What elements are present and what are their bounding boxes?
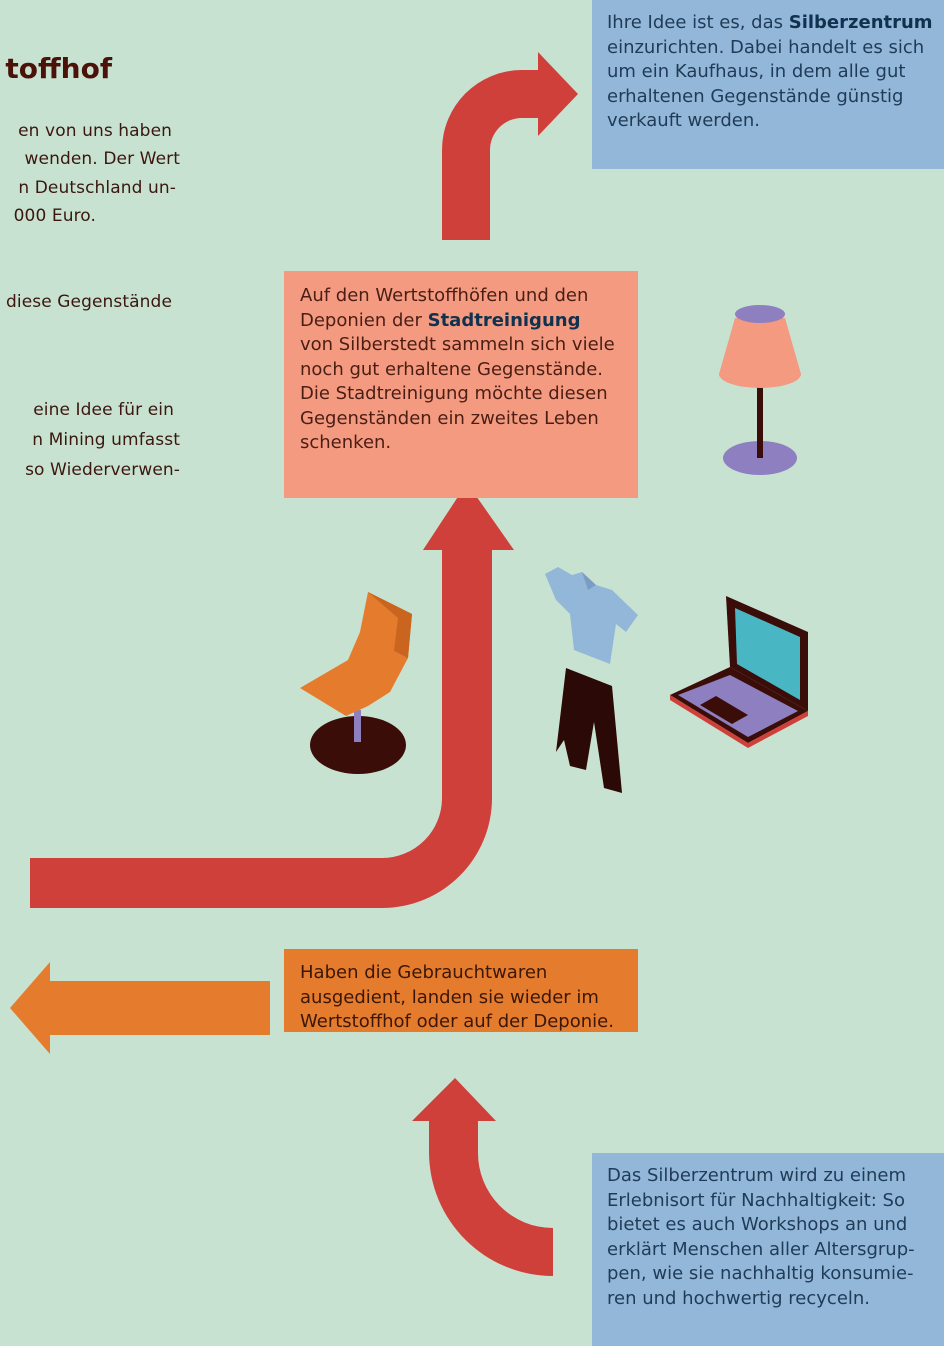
box-line: bietet es auch Workshops an und bbox=[607, 1214, 908, 1235]
box-line: um ein Kaufhaus, in dem alle gut bbox=[607, 61, 906, 82]
box-line: noch gut erhaltene Gegenstände. bbox=[300, 358, 604, 380]
box-line: Gegenständen ein zweites Leben bbox=[300, 407, 599, 429]
box-line: Auf den Wertstoffhöfen und den bbox=[300, 285, 589, 306]
box-line: Wertstoffhof oder auf der Deponie. bbox=[300, 1011, 614, 1032]
box-line: ausgedient, landen sie wieder im bbox=[300, 986, 599, 1008]
box-line: pen, wie sie nachhaltig konsumie- bbox=[607, 1263, 914, 1284]
box-line: schenken. bbox=[300, 432, 392, 453]
stadtreinigung-box: Auf den Wertstoffhöfen und den Deponien … bbox=[284, 271, 638, 498]
box-line: Die Stadtreinigung möchte diesen bbox=[300, 383, 608, 404]
lamp-icon bbox=[719, 305, 801, 475]
laptop-icon bbox=[670, 596, 808, 748]
box-line: erklärt Menschen aller Altersgrup- bbox=[607, 1238, 915, 1260]
erlebnisort-box: Das Silberzentrum wird zu einem Erlebnis… bbox=[592, 1153, 944, 1346]
box-line: einzurichten. Dabei handelt es sich bbox=[607, 36, 925, 58]
silberzentrum-keyword: Silberzentrum bbox=[788, 12, 933, 33]
arrow-to-gebrauchtwaren bbox=[412, 1078, 553, 1276]
gebrauchtwaren-box: Haben die Gebrauchtwaren ausgedient, lan… bbox=[284, 949, 638, 1032]
silberzentrum-box: Ihre Idee ist es, das Silberzentrum einz… bbox=[592, 0, 944, 169]
intro-line: 000 Euro. bbox=[13, 206, 96, 226]
intro-line: wenden. Der Wert bbox=[24, 149, 180, 169]
intro-line: eine Idee für ein bbox=[33, 400, 174, 420]
intro-line: en von uns haben bbox=[18, 121, 172, 141]
box-line: Deponien der Stadtreinigung bbox=[300, 309, 638, 334]
arrow-to-stadtreinigung bbox=[30, 483, 514, 908]
box-line: Das Silberzentrum wird zu einem bbox=[607, 1165, 906, 1186]
trousers-icon bbox=[556, 668, 622, 793]
box-line: von Silberstedt sammeln sich viele bbox=[300, 334, 615, 355]
intro-line: n Deutschland un- bbox=[18, 178, 176, 198]
stadtreinigung-keyword: Stadtreinigung bbox=[427, 309, 581, 331]
page-title: toffhof bbox=[5, 52, 112, 85]
intro-line: n Mining umfasst bbox=[32, 430, 180, 450]
box-line: Ihre Idee ist es, das Silberzentrum bbox=[607, 11, 944, 36]
intro-line: diese Gegenstände bbox=[5, 292, 172, 312]
box-line: erhaltenen Gegenstände günstig bbox=[607, 85, 904, 107]
arrow-to-deponie bbox=[10, 962, 270, 1054]
intro-line: so Wiederverwen- bbox=[25, 460, 180, 480]
chair-icon bbox=[300, 592, 412, 774]
box-line: Erlebnisort für Nachhaltigkeit: So bbox=[607, 1189, 905, 1211]
box-line: ren und hochwertig recyceln. bbox=[607, 1287, 871, 1309]
box-text: Ihre Idee ist es, das bbox=[607, 12, 789, 33]
arrow-to-silberzentrum bbox=[442, 52, 578, 240]
box-text: Deponien der bbox=[300, 309, 428, 331]
tshirt-icon bbox=[545, 567, 638, 664]
box-line: verkauft werden. bbox=[607, 110, 760, 131]
box-line: Haben die Gebrauchtwaren bbox=[300, 962, 548, 983]
